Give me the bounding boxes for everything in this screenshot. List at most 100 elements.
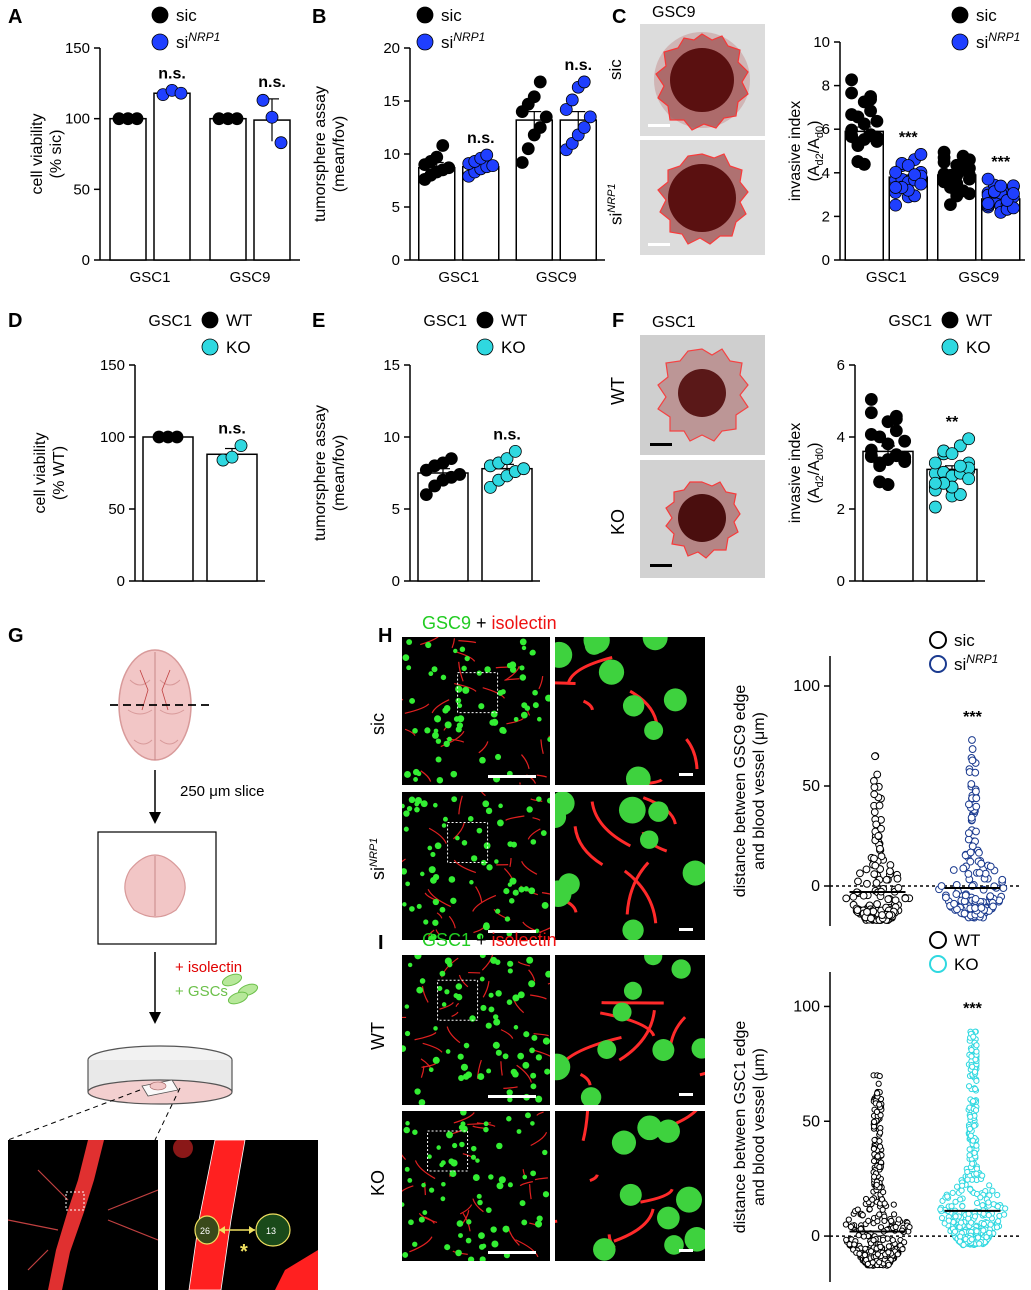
legend-marker bbox=[416, 6, 434, 24]
data-point bbox=[174, 86, 188, 100]
data-point bbox=[889, 448, 903, 462]
cell bbox=[455, 993, 463, 1001]
h-micrograph-sic-overview bbox=[402, 637, 550, 785]
cell bbox=[456, 1220, 464, 1227]
data-point bbox=[938, 1214, 946, 1222]
vessel bbox=[579, 1073, 592, 1086]
cell bbox=[440, 674, 447, 681]
data-point bbox=[959, 864, 968, 873]
x-tick-label: GSC9 bbox=[230, 269, 271, 286]
data-point bbox=[972, 802, 981, 811]
c-scalebar-sic bbox=[648, 124, 670, 127]
data-point bbox=[960, 1241, 967, 1248]
cell bbox=[502, 1053, 509, 1060]
data-point bbox=[968, 736, 976, 744]
data-point bbox=[842, 1221, 850, 1228]
cell bbox=[433, 802, 438, 808]
cell bbox=[507, 882, 513, 887]
data-point bbox=[871, 1118, 878, 1126]
vessel bbox=[453, 859, 477, 874]
data-point bbox=[973, 1142, 980, 1149]
significance-label: *** bbox=[899, 129, 918, 146]
data-point bbox=[870, 777, 878, 785]
data-point bbox=[966, 1152, 973, 1159]
data-point bbox=[453, 468, 467, 481]
vessel bbox=[589, 1174, 599, 1183]
cell bbox=[455, 983, 463, 990]
cell bbox=[446, 736, 452, 742]
data-point bbox=[486, 159, 500, 173]
cell bbox=[456, 722, 463, 729]
data-point bbox=[130, 112, 144, 126]
data-point bbox=[517, 462, 531, 476]
h-micrograph-sinrp1-overview bbox=[402, 792, 550, 940]
legend-label: sic bbox=[976, 6, 997, 25]
cell bbox=[405, 881, 410, 887]
cell bbox=[406, 639, 413, 645]
vessel bbox=[613, 1208, 655, 1243]
data-point bbox=[873, 770, 882, 779]
data-point bbox=[842, 894, 851, 903]
i-micrograph-ko-overview bbox=[402, 1111, 550, 1261]
data-point bbox=[872, 879, 881, 887]
data-point bbox=[889, 198, 902, 212]
c-image-title: GSC9 bbox=[652, 4, 696, 21]
y-axis-label: (Ad2/Ad0) bbox=[806, 121, 826, 182]
y-axis-label: cell viability bbox=[32, 433, 49, 514]
data-point bbox=[884, 895, 893, 904]
cell bbox=[432, 898, 440, 906]
brain-top-view bbox=[110, 649, 210, 761]
cell bbox=[433, 1026, 438, 1031]
y-axis-label: and blood vessel (μm) bbox=[751, 712, 768, 870]
cell bbox=[490, 1226, 497, 1233]
cell bbox=[529, 1047, 535, 1054]
data-point bbox=[973, 1165, 980, 1172]
vessel bbox=[402, 858, 406, 863]
vessel bbox=[421, 1063, 437, 1068]
cell bbox=[432, 874, 440, 881]
vessel bbox=[507, 1226, 520, 1246]
data-point bbox=[870, 114, 884, 128]
cell bbox=[536, 716, 542, 722]
vessel bbox=[481, 955, 494, 971]
vessel bbox=[530, 1131, 548, 1147]
cell bbox=[652, 1039, 675, 1062]
data-point bbox=[875, 801, 884, 810]
vessel bbox=[685, 738, 699, 770]
f-image-title: GSC1 bbox=[652, 314, 696, 331]
cell bbox=[542, 1037, 550, 1045]
vessel bbox=[480, 792, 486, 797]
cell bbox=[430, 933, 437, 940]
cell bbox=[441, 1181, 446, 1187]
data-point bbox=[914, 177, 928, 191]
data-point bbox=[895, 1216, 902, 1223]
data-point bbox=[881, 1200, 888, 1207]
data-point bbox=[973, 1077, 980, 1084]
gsc-cells-icon bbox=[221, 973, 259, 1005]
data-point bbox=[874, 831, 883, 840]
cell bbox=[461, 840, 468, 846]
cell bbox=[425, 641, 432, 649]
cell bbox=[439, 906, 446, 913]
cell bbox=[457, 1053, 464, 1060]
cell bbox=[523, 886, 529, 892]
cell bbox=[449, 1170, 457, 1178]
cell bbox=[542, 1191, 550, 1198]
h-micrograph-sinrp1-zoom bbox=[555, 792, 705, 940]
data-point bbox=[527, 90, 541, 104]
vessel bbox=[448, 915, 456, 929]
legend-label: WT bbox=[226, 311, 252, 330]
cell bbox=[508, 898, 515, 904]
data-point bbox=[859, 891, 868, 900]
data-point bbox=[969, 1063, 976, 1070]
data-point bbox=[985, 1212, 992, 1219]
data-point bbox=[953, 488, 967, 501]
y-axis-label: invasive index bbox=[787, 101, 804, 202]
cell bbox=[404, 1004, 410, 1009]
cell bbox=[402, 1045, 407, 1052]
data-point bbox=[974, 1234, 982, 1241]
data-point bbox=[864, 393, 878, 406]
data-point bbox=[944, 180, 957, 194]
vessel bbox=[599, 1011, 656, 1037]
y-axis-label: (% WT) bbox=[51, 446, 68, 500]
